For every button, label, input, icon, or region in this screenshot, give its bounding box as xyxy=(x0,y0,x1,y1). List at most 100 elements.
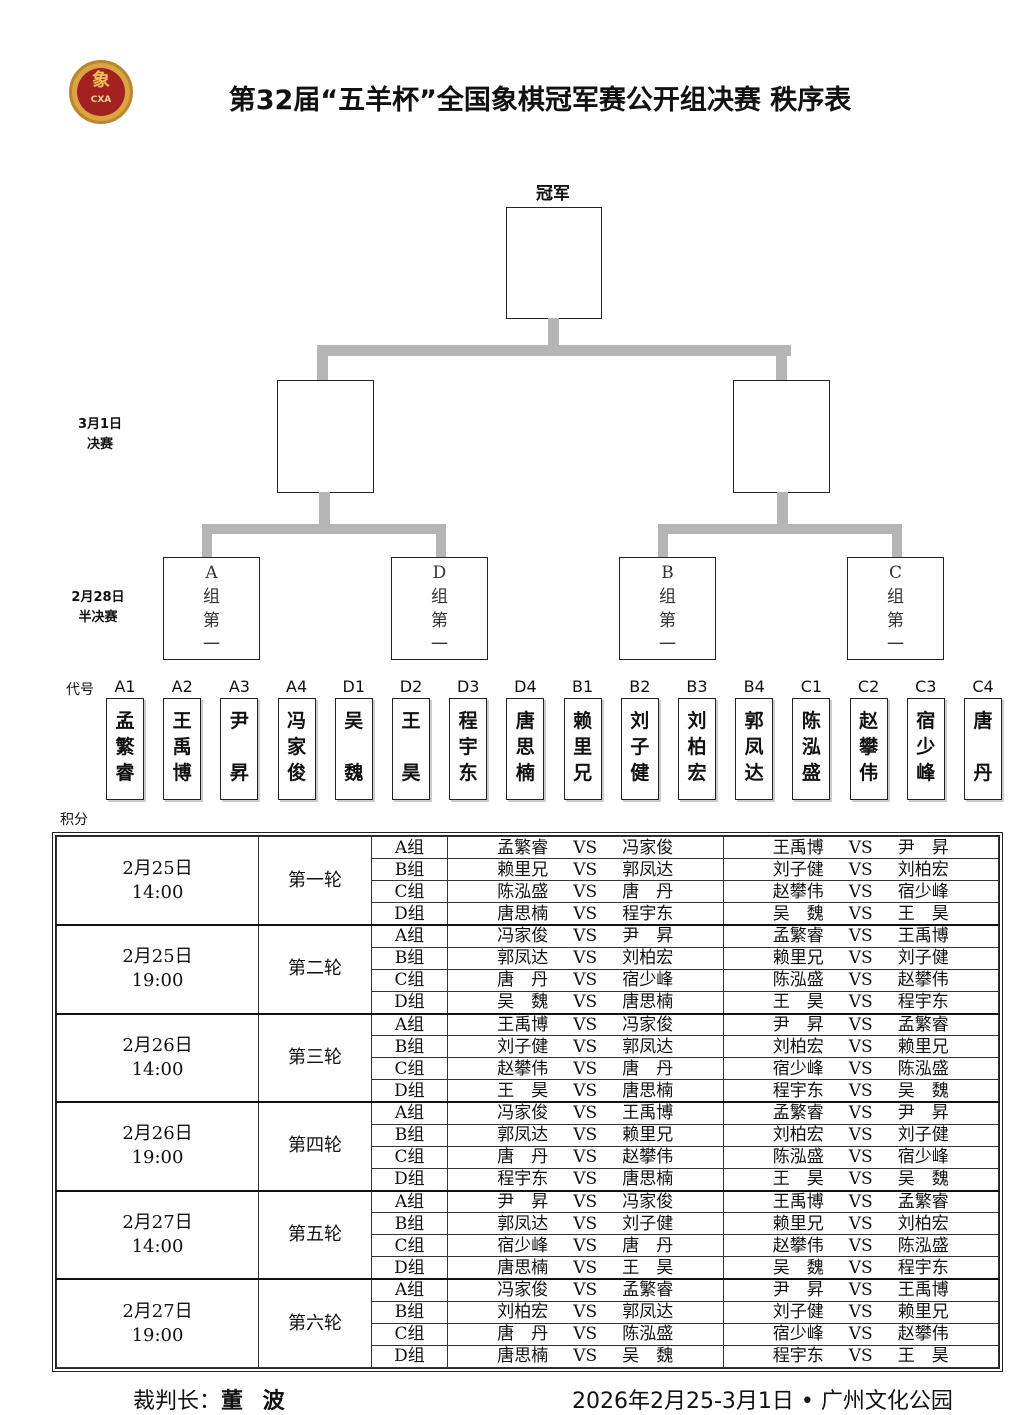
player-name-char: 睿 xyxy=(115,762,135,784)
vs-label: VS xyxy=(573,1080,598,1101)
vs-label: VS xyxy=(848,948,873,969)
round-label: 第一轮 xyxy=(258,836,372,926)
connector xyxy=(892,524,902,557)
referee: 裁判长：董 波 xyxy=(133,1383,291,1415)
player-name-char: 东 xyxy=(458,762,478,784)
player-code: D4 xyxy=(514,677,537,696)
player-name: 宿少峰 xyxy=(897,881,949,902)
player-box: 陈泓盛 xyxy=(792,698,831,800)
vs-label: VS xyxy=(848,1346,873,1367)
round-time: 19:00 xyxy=(131,1324,184,1346)
group-label: A组 xyxy=(371,923,448,948)
player-name-char: 家 xyxy=(287,736,307,758)
semifinal-text: 组 xyxy=(659,587,676,607)
player-name: 唐思楠 xyxy=(497,903,549,924)
vs-label: VS xyxy=(573,1235,598,1256)
player-name-char: 宇 xyxy=(458,736,478,758)
group-label: D组 xyxy=(371,1167,448,1192)
player-name: 冯家俊 xyxy=(622,837,674,858)
dates-venue: 2026年2月25-3月1日 • 广州文化公园 xyxy=(572,1389,953,1414)
player-name: 尹 昇 xyxy=(772,1280,824,1301)
group-label: C组 xyxy=(371,880,448,904)
player-name-char: 俊 xyxy=(287,762,307,784)
vs-label: VS xyxy=(848,1147,873,1168)
player-code: C3 xyxy=(915,677,937,696)
group-label: D组 xyxy=(371,1344,448,1369)
player-name: 冯家俊 xyxy=(622,1191,674,1212)
vs-label: VS xyxy=(848,992,873,1013)
player-name: 吴 魏 xyxy=(897,1080,949,1101)
round-date: 2月25日 xyxy=(122,946,193,968)
player-name-char: 攀 xyxy=(859,736,879,758)
vs-label: VS xyxy=(573,837,598,858)
group-label: A组 xyxy=(371,1277,448,1302)
player-name-char: 少 xyxy=(916,736,936,758)
vs-label: VS xyxy=(573,1191,598,1212)
player-code: D2 xyxy=(399,677,423,696)
semifinal-text: 第 xyxy=(203,611,220,631)
player-name-char: 吴 xyxy=(344,710,364,732)
round-date: 2月27日 xyxy=(122,1300,193,1322)
player-name: 刘柏宏 xyxy=(772,1036,824,1057)
player-name: 冯家俊 xyxy=(497,1103,549,1124)
vs-label: VS xyxy=(848,1257,873,1278)
round-time: 14:00 xyxy=(131,1058,184,1080)
player-name: 郭凤达 xyxy=(497,1125,549,1146)
final-stage: 决赛 xyxy=(86,437,113,452)
semifinal-text: 第 xyxy=(887,611,904,631)
semifinal-text: 一 xyxy=(887,635,904,655)
referee-name: 董 波 xyxy=(221,1389,291,1414)
player-name: 赖里兄 xyxy=(497,859,549,880)
vs-label: VS xyxy=(573,1103,598,1124)
player-name-char: 王 xyxy=(401,710,421,732)
player-name: 郭凤达 xyxy=(622,1302,674,1323)
player-name: 王 昊 xyxy=(897,1346,949,1367)
vs-label: VS xyxy=(848,1058,873,1079)
player-code: B1 xyxy=(572,677,594,696)
logo-text: CXA xyxy=(90,95,112,105)
semifinal-text: D xyxy=(432,563,447,583)
code-label: 代号 xyxy=(66,682,94,698)
group-label: C组 xyxy=(371,968,448,992)
group-label: A组 xyxy=(371,1012,448,1037)
player-name: 王 昊 xyxy=(772,992,824,1013)
player-name: 王 昊 xyxy=(897,903,949,924)
player-name-char: 凤 xyxy=(744,736,764,758)
player-name: 孟繁睿 xyxy=(497,837,549,858)
player-name: 孟繁睿 xyxy=(897,1191,949,1212)
player-name-char: 昇 xyxy=(229,762,249,784)
player-name: 唐思楠 xyxy=(497,1257,549,1278)
connector xyxy=(436,524,446,557)
player-name: 赖里兄 xyxy=(897,1036,949,1057)
